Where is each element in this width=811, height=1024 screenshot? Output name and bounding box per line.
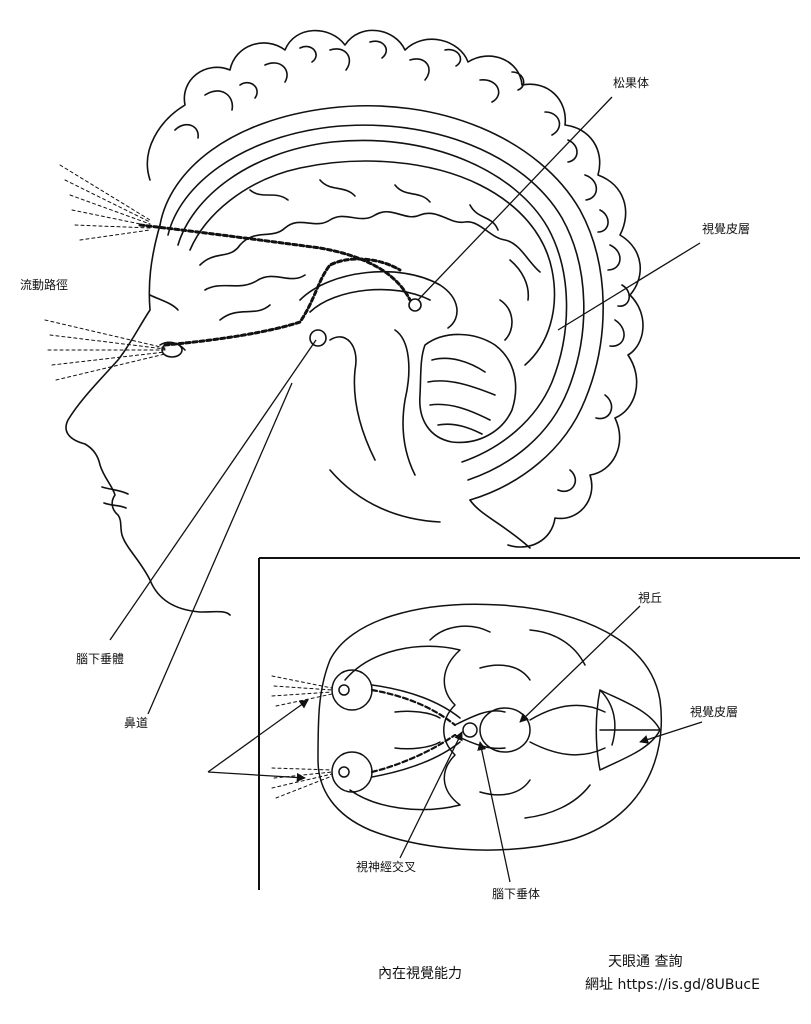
light-rays-eye: [44, 319, 166, 381]
skull-inner: [167, 124, 585, 481]
label-thalamus: 視丘: [638, 591, 663, 605]
label-flow-path: 流動路徑: [20, 278, 69, 292]
cerebellum: [419, 333, 517, 444]
flow-path-lower: [163, 257, 402, 347]
optic-nerve-upper: [370, 688, 457, 727]
flow-path-upper: [138, 223, 412, 302]
label-pituitary-top: 腦下垂體: [76, 652, 125, 666]
head-illustration: [44, 29, 644, 616]
optic-nerve-lower: [370, 733, 457, 774]
brainstem: [329, 329, 416, 476]
eye-upper-inset: [331, 669, 373, 711]
inset-frame: [258, 557, 800, 890]
optic-radiation-lower: [529, 741, 606, 756]
pineal-gland: [408, 298, 422, 312]
face-profile: [65, 224, 231, 616]
figure-caption: 內在視覺能力: [378, 966, 462, 982]
scalp-outer: [159, 104, 604, 501]
brain-cortex: [189, 160, 556, 366]
visual-cortex-lobe: [595, 689, 661, 771]
brain-outline-inset: [317, 603, 663, 851]
inset-pointer-lines: [207, 605, 703, 883]
eye-lower-inset: [331, 751, 373, 793]
corpus-callosum: [299, 270, 458, 329]
inset-brain-illustration: [271, 603, 663, 851]
credit-line-2: 網址 https://is.gd/8UBucE: [585, 977, 760, 993]
optic-radiation-upper: [529, 704, 606, 721]
label-nasal-passage: 鼻道: [124, 716, 149, 730]
light-rays-inset-upper: [271, 675, 333, 707]
hair-outline: [146, 29, 644, 548]
label-optic-chiasm: 視神經交叉: [356, 860, 417, 874]
label-pineal: 松果体: [613, 76, 650, 90]
light-rays-forehead: [59, 164, 151, 241]
credit-line-1: 天眼通 查詢: [608, 954, 683, 970]
mouth: [101, 486, 129, 509]
light-rays-inset-lower: [271, 767, 333, 799]
label-pituitary-inset: 腦下垂体: [492, 887, 541, 901]
label-visual-cortex-top: 視覺皮層: [702, 222, 751, 236]
neck-back: [469, 499, 531, 549]
head-pointer-lines: [109, 96, 701, 715]
label-visual-cortex-inset: 視覺皮層: [690, 705, 739, 719]
thalamus-inset: [479, 707, 531, 753]
